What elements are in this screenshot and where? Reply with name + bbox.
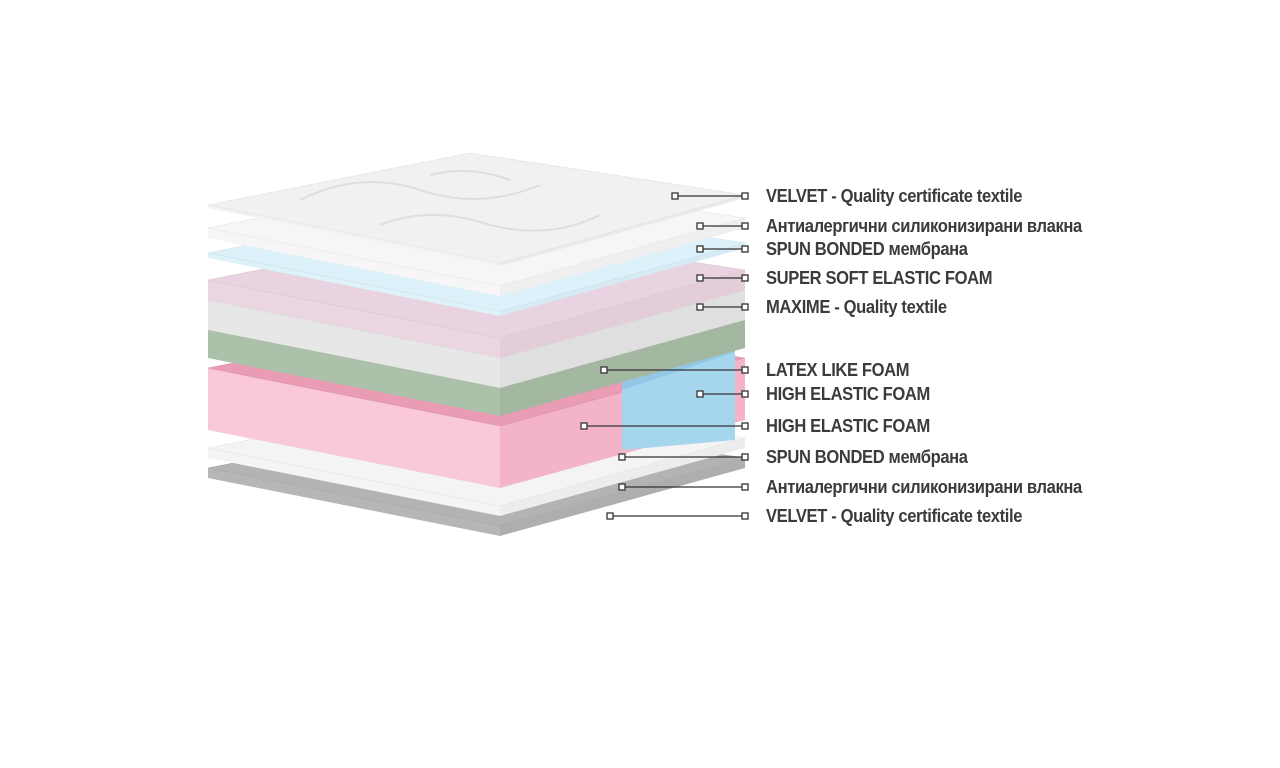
- leader-marker-end-velvet-top: [741, 192, 749, 200]
- leader-marker-start-latex-like-foam: [600, 366, 608, 374]
- layer-maxime-textile-side-face: [500, 290, 745, 388]
- layer-label-spun-bonded-top: SPUN BONDED мембрана: [766, 239, 968, 259]
- leader-marker-end-super-soft-foam: [741, 274, 749, 282]
- layer-high-elastic-foam-blue-block: [622, 345, 735, 450]
- layer-velvet-top-front-face: [208, 205, 500, 266]
- layer-label-latex-like-foam: LATEX LIKE FOAM: [766, 360, 910, 380]
- layer-high-elastic-foam-pink-front-face: [208, 368, 500, 488]
- leader-marker-start-high-elastic-foam-blue: [696, 390, 704, 398]
- leader-marker-start-velvet-bottom: [606, 512, 614, 520]
- layer-velvet-bottom-side-face: [500, 458, 745, 536]
- leader-marker-start-super-soft-foam: [696, 274, 704, 282]
- layer-super-soft-foam-front-face: [208, 280, 500, 358]
- leader-marker-start-fibers-bottom: [618, 483, 626, 491]
- layer-label-spun-bonded-bottom: SPUN BONDED мембрана: [766, 447, 968, 467]
- leader-marker-start-fibers-top: [696, 222, 704, 230]
- leader-marker-end-high-elastic-foam-pink: [741, 422, 749, 430]
- leader-marker-end-latex-like-foam: [741, 366, 749, 374]
- layer-spun-bonded-top-side-face: [500, 243, 745, 316]
- layer-label-velvet-top: VELVET - Quality certificate textile: [766, 186, 1023, 206]
- layer-fibers-top-side-face: [500, 218, 745, 296]
- layer-label-maxime: MAXIME - Quality textile: [766, 297, 947, 317]
- layer-super-soft-foam-side-face: [500, 270, 745, 358]
- layer-maxime-textile-front-face: [208, 300, 500, 388]
- layer-label-high-elastic-foam-blue: HIGH ELASTIC FOAM: [766, 384, 930, 404]
- layer-label-high-elastic-foam-pink: HIGH ELASTIC FOAM: [766, 416, 930, 436]
- leader-marker-end-fibers-top: [741, 222, 749, 230]
- layer-fibers-top-front-face: [208, 228, 500, 296]
- leader-marker-end-velvet-bottom: [741, 512, 749, 520]
- leader-marker-start-maxime-textile: [696, 303, 704, 311]
- leader-marker-end-spun-bonded-bottom: [741, 453, 749, 461]
- leader-marker-end-spun-bonded-top: [741, 245, 749, 253]
- quilting-pattern: [299, 170, 601, 232]
- leader-marker-end-maxime-textile: [741, 303, 749, 311]
- layer-velvet-bottom-front-face: [208, 468, 500, 536]
- leader-marker-start-high-elastic-foam-pink: [580, 422, 588, 430]
- layer-spun-bonded-top-front-face: [208, 253, 500, 316]
- leader-marker-start-velvet-top: [671, 192, 679, 200]
- layer-label-fibers-bottom: Антиалергични силиконизирани влакна: [766, 477, 1082, 497]
- layer-velvet-top-side-face: [500, 195, 745, 266]
- leader-marker-start-spun-bonded-bottom: [618, 453, 626, 461]
- leader-marker-start-spun-bonded-top: [696, 245, 704, 253]
- layer-latex-like-foam-side-face: [500, 320, 745, 416]
- layer-label-velvet-bottom: VELVET - Quality certificate textile: [766, 506, 1023, 526]
- leader-marker-end-high-elastic-foam-blue: [741, 390, 749, 398]
- layer-label-fibers-top: Антиалергични силиконизирани влакна: [766, 216, 1082, 236]
- leader-marker-end-fibers-bottom: [741, 483, 749, 491]
- layer-latex-like-foam-front-face: [208, 330, 500, 416]
- layer-label-super-soft-foam: SUPER SOFT ELASTIC FOAM: [766, 268, 993, 288]
- layer-fibers-bottom-front-face: [208, 448, 500, 516]
